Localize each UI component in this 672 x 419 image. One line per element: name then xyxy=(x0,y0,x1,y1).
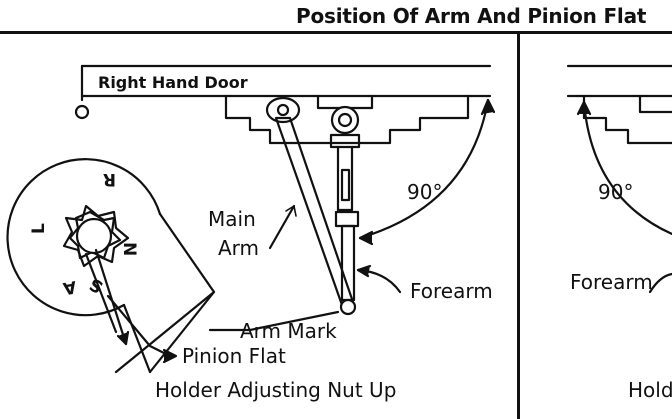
pinion-flat-arrow xyxy=(162,348,178,364)
angle-label-left: 90° xyxy=(407,180,443,204)
pinion-flat-leader xyxy=(106,294,172,358)
forearm-label-left: Forearm xyxy=(410,279,493,303)
pinion-flat-label: Pinion Flat xyxy=(182,344,286,368)
angle-arc-right xyxy=(576,100,672,236)
figure-title: Position Of Arm And Pinion Flat xyxy=(296,4,647,28)
forearm-leader-right xyxy=(648,272,672,294)
caption-right: Hold xyxy=(628,378,672,402)
pinion-letter-a: A xyxy=(61,276,78,298)
arm-mark-label: Arm Mark xyxy=(240,319,337,343)
door-header-left xyxy=(74,64,492,120)
door-label: Right Hand Door xyxy=(98,73,248,92)
pinion-letter-l: L xyxy=(29,223,49,234)
door-header-right xyxy=(566,64,672,145)
angle-label-right: 90° xyxy=(598,180,634,204)
main-arm-label-line-1: Main xyxy=(208,207,256,231)
pinion-inset xyxy=(6,158,216,374)
arm-mark-leader xyxy=(248,310,340,332)
caption-left: Holder Adjusting Nut Up xyxy=(155,378,397,402)
pinion-letter-r: R xyxy=(103,169,116,189)
holder-nut-left xyxy=(329,105,361,228)
panel-divider xyxy=(517,34,520,419)
forearm-left xyxy=(339,224,357,316)
forearm-label-right: Forearm xyxy=(570,270,653,294)
arm-pivot-left xyxy=(265,96,301,124)
angle-arc-left xyxy=(358,98,496,246)
pinion-letter-n: N xyxy=(119,242,139,256)
main-arm-label-line-2: Arm xyxy=(218,236,260,260)
forearm-leader-left xyxy=(356,264,402,294)
title-rule xyxy=(0,31,672,34)
